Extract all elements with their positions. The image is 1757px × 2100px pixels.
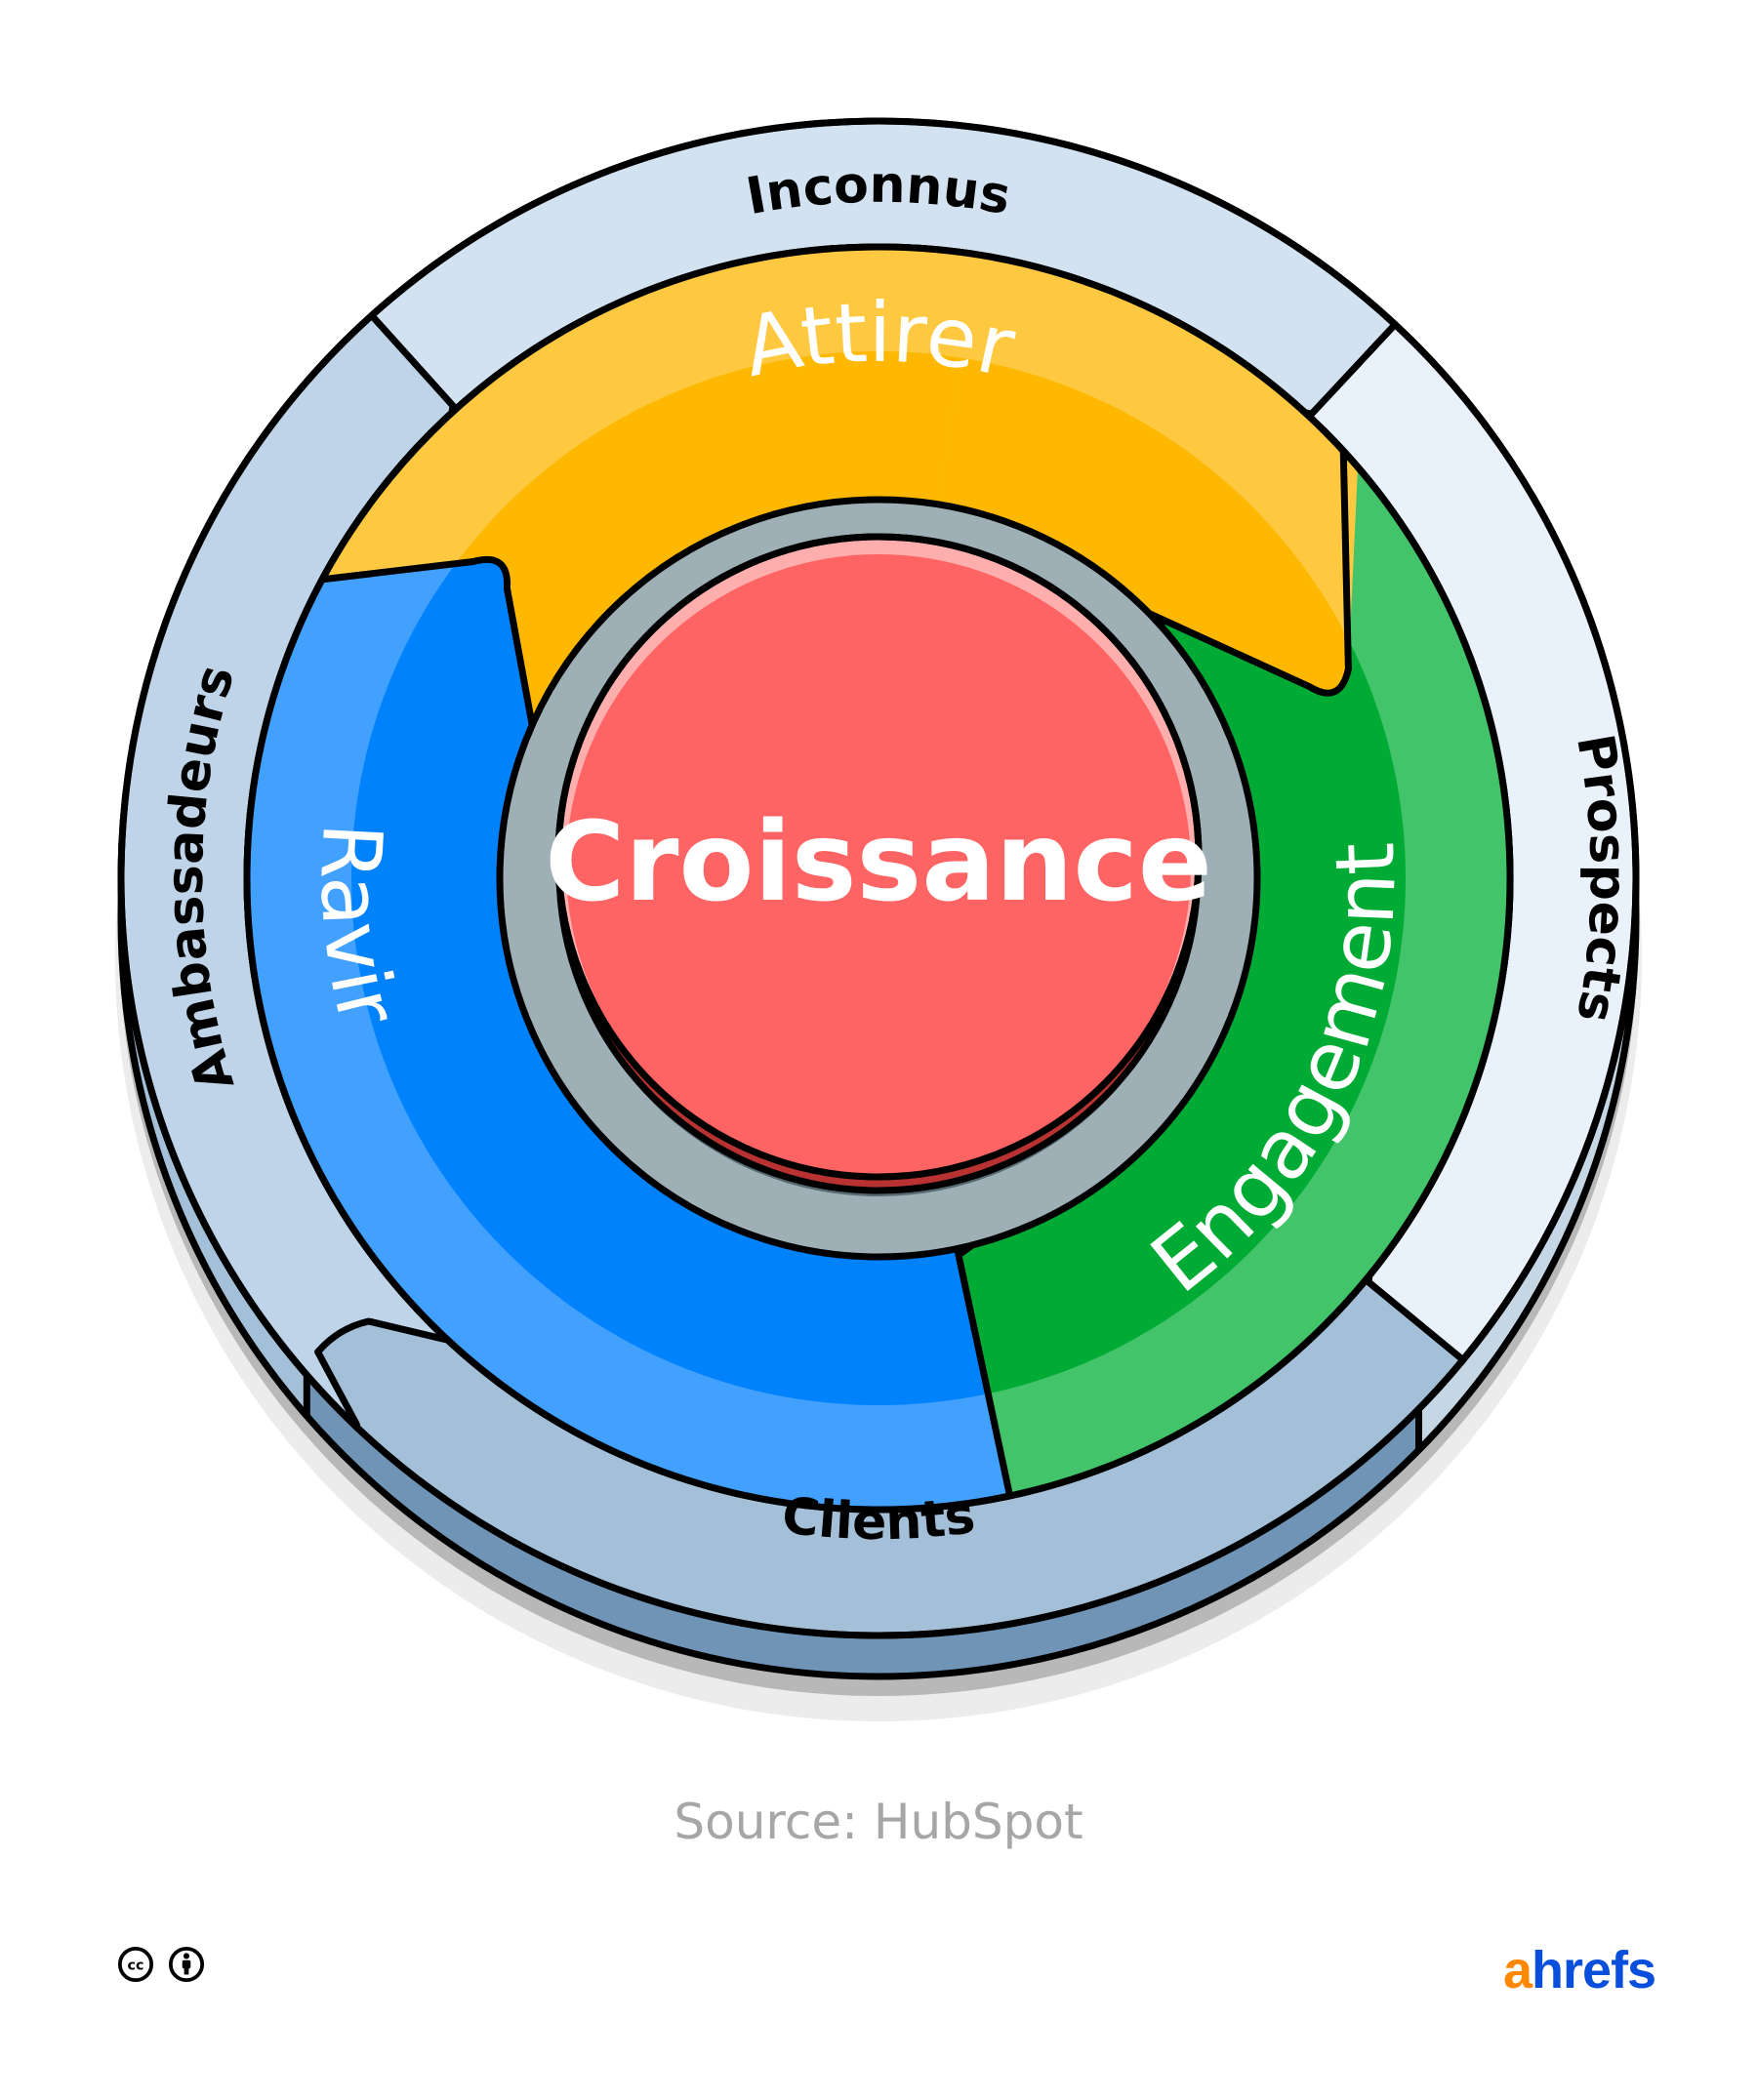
arrow-label-attirer: Attirer [736,285,1023,396]
ahrefs-logo: ahrefs [1503,1940,1656,2000]
license-badges: cc [117,1946,205,1983]
button-top [566,554,1191,1179]
arrow-band-rim [243,243,1514,1514]
outer-rim [117,117,1640,1639]
flywheel-diagram: Inconnus Prospects Clients Ambassadeurs … [115,117,1642,1721]
svg-text:cc: cc [128,1959,144,1974]
creative-commons-icon: cc [117,1946,154,1983]
button-rim [554,533,1203,1181]
brand-rest: hrefs [1532,1941,1656,1999]
source-caption: Source: HubSpot [674,1794,1083,1850]
stage-label-clients: Clients [779,1486,978,1552]
brand-first-letter: a [1503,1941,1532,1999]
arrow-label-ravir: Ravir [302,821,417,1035]
arrow-head-outline [1135,441,1352,697]
stage-ring [117,117,1640,1639]
attribution-icon [168,1946,205,1983]
center-button [496,496,1261,1261]
center-label: Croissance [545,799,1212,926]
